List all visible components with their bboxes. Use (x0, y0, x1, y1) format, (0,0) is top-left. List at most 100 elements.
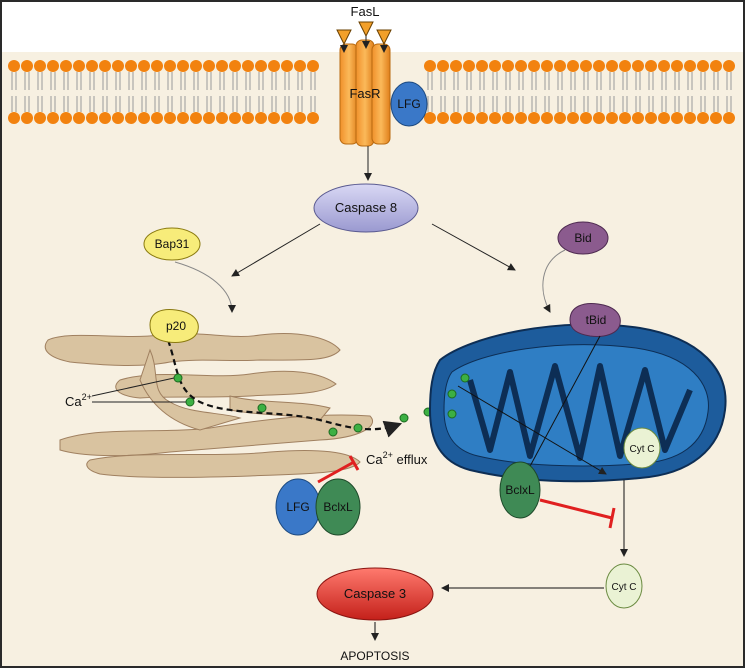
fasr-receptor (339, 39, 391, 147)
lipid-head-outer (203, 60, 215, 72)
lfg-membrane-label: LFG (397, 97, 420, 111)
lfg-er-label: LFG (286, 500, 309, 514)
lipid-head-outer (229, 60, 241, 72)
bap31 (143, 227, 201, 261)
lipid-head-outer (515, 60, 527, 72)
cytc-free (605, 563, 643, 609)
lipid-tail (713, 72, 719, 112)
lipid-head-inner (112, 112, 124, 124)
lipid-tail (518, 72, 524, 112)
lipid-head-outer (99, 60, 111, 72)
fasl-triangle-icon (376, 29, 392, 46)
lipid-tail (76, 72, 82, 112)
lipid-head-outer (437, 60, 449, 72)
lipid-tail (89, 72, 95, 112)
calcium-dot-icon (185, 397, 195, 407)
fasr-label: FasR (349, 86, 380, 101)
lipid-head-outer (60, 60, 72, 72)
lipid-head-outer (307, 60, 319, 72)
lipid-tail (479, 72, 485, 112)
lipid-head-inner (164, 112, 176, 124)
lipid-tail (63, 72, 69, 112)
cytc-free-label: Cyt C (612, 582, 637, 593)
lipid-tail (24, 72, 30, 112)
lipid-tail (583, 72, 589, 112)
bid (557, 221, 609, 255)
lipid-tail (674, 72, 680, 112)
tbid-label: tBid (586, 313, 607, 327)
lipid-head-inner (203, 112, 215, 124)
lipid-head-inner (99, 112, 111, 124)
lipid-head-inner (528, 112, 540, 124)
lipid-head-outer (112, 60, 124, 72)
lipid-head-inner (619, 112, 631, 124)
lipid-head-inner (229, 112, 241, 124)
lipid-head-inner (489, 112, 501, 124)
lipid-head-outer (242, 60, 254, 72)
lipid-head-inner (671, 112, 683, 124)
lipid-tail (232, 72, 238, 112)
lipid-head-outer (151, 60, 163, 72)
lipid-head-outer (593, 60, 605, 72)
lipid-tail (50, 72, 56, 112)
endoplasmic-reticulum (44, 332, 373, 478)
lipid-head-inner (151, 112, 163, 124)
lipid-head-outer (21, 60, 33, 72)
lipid-head-outer (281, 60, 293, 72)
lipid-head-outer (255, 60, 267, 72)
lipid-head-outer (47, 60, 59, 72)
cytc-mito-label: Cyt C (630, 444, 655, 455)
lipid-tail (11, 72, 17, 112)
lipid-head-outer (476, 60, 488, 72)
lipid-head-outer (528, 60, 540, 72)
lipid-head-outer (34, 60, 46, 72)
lipid-tail (37, 72, 43, 112)
calcium-dot-icon (399, 413, 409, 423)
lipid-tail (596, 72, 602, 112)
lipid-head-outer (541, 60, 553, 72)
caspase8-label: Caspase 8 (335, 200, 397, 215)
lipid-head-inner (8, 112, 20, 124)
lipid-tail (310, 72, 316, 112)
lipid-head-inner (216, 112, 228, 124)
lipid-head-outer (658, 60, 670, 72)
bclxl-mito (499, 461, 541, 519)
lipid-tail (219, 72, 225, 112)
lipid-tail (115, 72, 121, 112)
lipid-head-inner (190, 112, 202, 124)
lipid-tail (297, 72, 303, 112)
lipid-head-inner (580, 112, 592, 124)
lipid-head-inner (658, 112, 670, 124)
bclxl-er-label: BclxL (323, 500, 353, 514)
lipid-head-outer (125, 60, 137, 72)
lipid-head-inner (450, 112, 462, 124)
ca-label: Ca2+ (65, 392, 92, 409)
lipid-tail (648, 72, 654, 112)
lipid-tail (466, 72, 472, 112)
lipid-head-inner (177, 112, 189, 124)
lipid-head-outer (671, 60, 683, 72)
calcium-ions (173, 373, 433, 437)
lipid-head-outer (8, 60, 20, 72)
lipid-head-inner (307, 112, 319, 124)
lipid-head-inner (554, 112, 566, 124)
calcium-dot-icon (173, 373, 183, 383)
lipid-head-outer (138, 60, 150, 72)
lipid-tail (440, 72, 446, 112)
lipid-head-inner (281, 112, 293, 124)
lipid-head-inner (541, 112, 553, 124)
lipid-tail (167, 72, 173, 112)
caspase3-label: Caspase 3 (344, 586, 406, 601)
lipid-head-inner (697, 112, 709, 124)
lipid-head-outer (268, 60, 280, 72)
lipid-head-inner (515, 112, 527, 124)
lipid-head-outer (216, 60, 228, 72)
lipid-head-inner (242, 112, 254, 124)
lipid-head-inner (268, 112, 280, 124)
lipid-head-inner (47, 112, 59, 124)
lipid-head-inner (593, 112, 605, 124)
lipid-tail (193, 72, 199, 112)
fasl-triangle-icon (358, 21, 374, 38)
lipid-head-inner (710, 112, 722, 124)
